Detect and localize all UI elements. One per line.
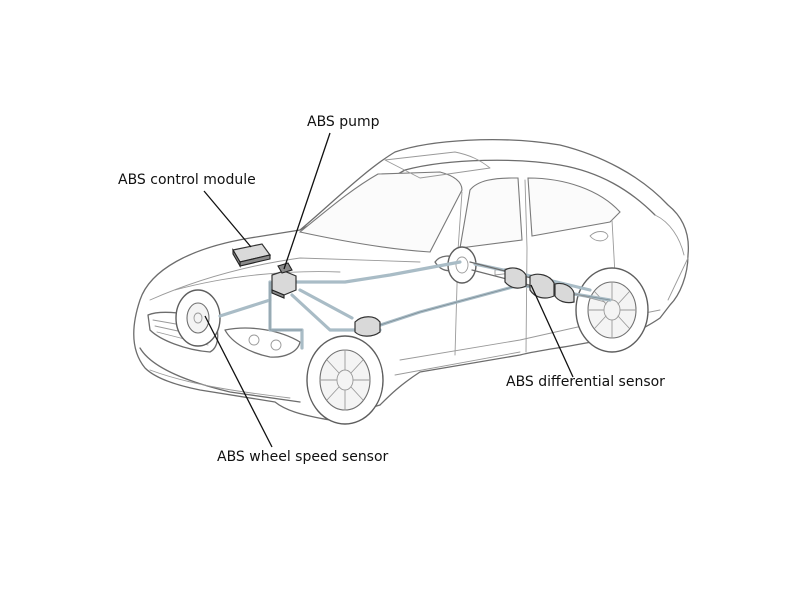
abs-differential-sensor-label: ABS differential sensor [506, 374, 665, 390]
abs-control-module-label: ABS control module [118, 172, 256, 188]
leader-line-abs-differential-sensor [530, 284, 574, 378]
front-wheel [306, 335, 384, 425]
leader-line-abs-control-module [203, 190, 252, 248]
abs-wheel-speed-sensor-label: ABS wheel speed sensor [217, 449, 389, 465]
rear-wheel [575, 267, 649, 353]
driveshaft [469, 261, 606, 304]
front-left-brake-disc [175, 289, 221, 347]
abs-control-module-part [232, 243, 272, 269]
leader-line-abs-pump [283, 132, 331, 270]
leader-lines [203, 132, 574, 448]
abs-pump-label: ABS pump [307, 114, 380, 130]
leader-line-abs-wheel-speed-sensor [204, 315, 273, 448]
